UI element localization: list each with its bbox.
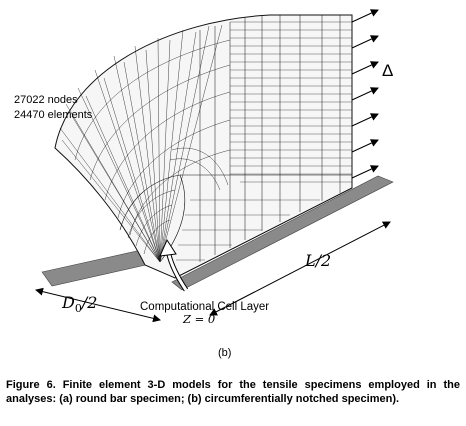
diameter-dimension — [35, 287, 161, 323]
load-arrows — [351, 9, 379, 179]
load-arrow — [351, 87, 379, 101]
diameter-suffix: /2 — [80, 293, 98, 312]
diameter-label: D0/2 — [61, 293, 97, 315]
diameter-subscript: 0 — [75, 302, 82, 315]
diameter-symbol: D — [61, 293, 75, 312]
length-label: L/2 — [304, 251, 331, 270]
mesh-body — [54, 14, 353, 279]
load-arrow — [351, 35, 379, 49]
elements-label: 24470 elements — [14, 109, 93, 121]
length-dimension — [209, 221, 391, 316]
nodes-label: 27022 nodes — [14, 94, 78, 106]
cell-layer-arrow — [159, 238, 189, 292]
load-arrow — [351, 139, 379, 153]
panel-label: (b) — [218, 347, 231, 359]
load-arrow — [351, 61, 379, 75]
z-label: Z = 0 — [182, 312, 215, 326]
finite-element-figure: 27022 nodes 24470 elements Δ L/2 D0/2 Co… — [14, 9, 394, 359]
figure-caption: Figure 6. Finite element 3-D models for … — [6, 379, 460, 405]
load-arrow — [351, 113, 379, 127]
delta-label: Δ — [382, 61, 393, 80]
load-arrow — [351, 165, 379, 179]
load-arrow — [351, 9, 379, 23]
cell-layer-label: Computational Cell Layer — [140, 301, 269, 313]
